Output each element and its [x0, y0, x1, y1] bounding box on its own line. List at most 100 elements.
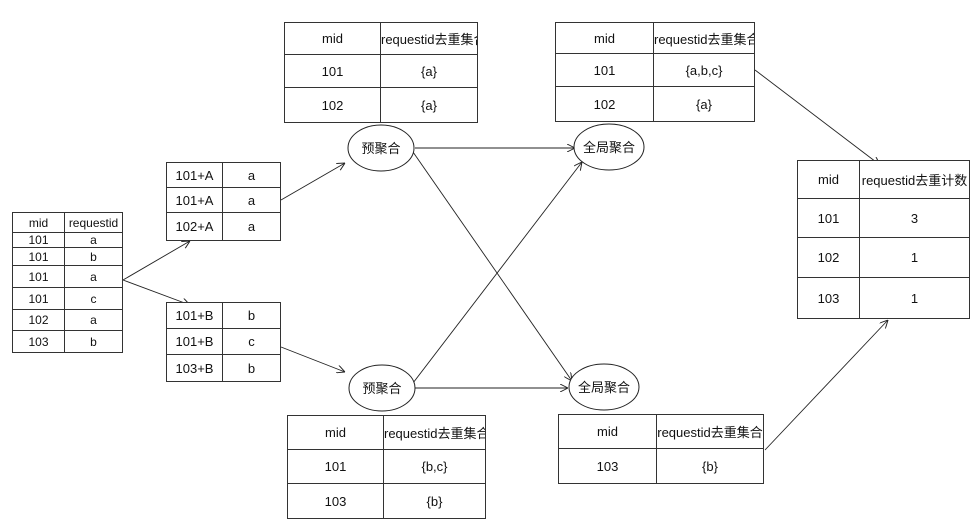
table-cell: a [222, 162, 281, 188]
table-cell: 101 [797, 198, 860, 238]
column-header: requestid去重集合 [383, 415, 486, 450]
table-cell: 102 [555, 86, 654, 122]
table-cell: {b} [383, 483, 486, 519]
table-cell: 101 [12, 247, 65, 266]
column-header: requestid去重集合 [656, 414, 764, 449]
table-cell: 103+B [166, 354, 223, 382]
table-cell: c [64, 287, 123, 310]
partition-b-table: 101+B b 101+B c 103+B b [166, 302, 281, 382]
table-cell: 102 [12, 309, 65, 331]
table-cell: {b} [656, 448, 764, 484]
table-cell: a [64, 232, 123, 248]
table-row: 103 {b} [287, 483, 486, 519]
table-cell: 1 [859, 277, 970, 319]
table-cell: 101 [12, 232, 65, 248]
result-table: mid requestid去重计数 101 3 102 1 103 1 [797, 160, 970, 319]
table-row: 103 1 [797, 277, 970, 319]
table-header-row: mid requestid去重集合 [287, 415, 486, 450]
table-cell: {a,b,c} [653, 53, 755, 87]
arrow-source-to-partition-a [122, 241, 190, 281]
global-agg-top-label: 全局聚合 [583, 140, 635, 155]
table-row: 101 {a,b,c} [555, 53, 755, 87]
table-cell: 103 [12, 330, 65, 353]
column-header: requestid去重集合 [653, 22, 755, 54]
column-header: requestid去重集合 [380, 22, 478, 55]
table-cell: a [64, 265, 123, 288]
table-cell: 101+B [166, 328, 223, 355]
pre-agg-top-label: 预聚合 [361, 141, 400, 156]
table-row: 101+A a [166, 162, 281, 188]
arrow-pre-agg-bottom-to-global-agg-top [412, 162, 582, 384]
source-table: mid requestid 101 a 101 b 101 a 101 c 10… [12, 212, 123, 353]
table-cell: c [222, 328, 281, 355]
column-header: mid [797, 160, 860, 199]
table-row: 101 a [12, 232, 123, 248]
pre-agg-bottom-label: 预聚合 [362, 381, 401, 396]
table-header-row: mid requestid去重集合 [555, 22, 755, 54]
table-cell: 102 [284, 87, 381, 123]
column-header: mid [12, 212, 65, 233]
table-row: 103 b [12, 330, 123, 353]
table-cell: 101 [555, 53, 654, 87]
table-header-row: mid requestid去重集合 [558, 414, 764, 449]
arrow-source-to-partition-b [122, 279, 190, 305]
column-header: requestid [64, 212, 123, 233]
table-row: 102+A a [166, 212, 281, 241]
column-header: mid [558, 414, 657, 449]
table-row: 102 a [12, 309, 123, 331]
pre-agg-bottom-table: mid requestid去重集合 101 {b,c} 103 {b} [287, 415, 486, 519]
table-header-row: mid requestid去重集合 [284, 22, 478, 55]
table-header-row: mid requestid [12, 212, 123, 233]
table-cell: 3 [859, 198, 970, 238]
table-row: 101+A a [166, 187, 281, 213]
table-cell: 101 [12, 287, 65, 310]
arrow-pre-agg-top-to-global-agg-bottom [412, 151, 572, 381]
pre-agg-top-table: mid requestid去重集合 101 {a} 102 {a} [284, 22, 478, 123]
global-agg-bottom-label: 全局聚合 [578, 380, 630, 395]
table-row: 102 1 [797, 237, 970, 278]
table-row: 101 b [12, 247, 123, 266]
global-agg-top-table: mid requestid去重集合 101 {a,b,c} 102 {a} [555, 22, 755, 122]
table-row: 101 {b,c} [287, 449, 486, 484]
column-header: mid [284, 22, 381, 55]
table-cell: 101 [12, 265, 65, 288]
table-cell: b [64, 247, 123, 266]
table-row: 101 a [12, 265, 123, 288]
table-row: 102 {a} [284, 87, 478, 123]
table-cell: {b,c} [383, 449, 486, 484]
table-row: 101+B c [166, 328, 281, 355]
arrow-partition-b-to-pre-agg-bottom [280, 346, 345, 372]
table-row: 101 3 [797, 198, 970, 238]
table-cell: {a} [380, 87, 478, 123]
table-cell: 103 [558, 448, 657, 484]
table-cell: 1 [859, 237, 970, 278]
table-cell: 101+A [166, 162, 223, 188]
table-cell: b [222, 354, 281, 382]
table-cell: 102 [797, 237, 860, 278]
arrow-global-top-table-to-result [754, 69, 880, 165]
column-header: mid [555, 22, 654, 54]
table-cell: a [222, 212, 281, 241]
arrow-partition-a-to-pre-agg-top [280, 163, 345, 201]
table-cell: b [64, 330, 123, 353]
table-cell: a [222, 187, 281, 213]
table-cell: 103 [797, 277, 860, 319]
column-header: mid [287, 415, 384, 450]
table-cell: {a} [653, 86, 755, 122]
pre-agg-top-node: 预聚合 [347, 124, 415, 172]
table-header-row: mid requestid去重计数 [797, 160, 970, 199]
table-row: 101 c [12, 287, 123, 310]
table-cell: 101+A [166, 187, 223, 213]
table-cell: 101 [284, 54, 381, 88]
table-cell: 101 [287, 449, 384, 484]
column-header: requestid去重计数 [859, 160, 970, 199]
table-cell: 102+A [166, 212, 223, 241]
table-row: 101+B b [166, 302, 281, 329]
table-row: 101 {a} [284, 54, 478, 88]
global-agg-top-node: 全局聚合 [573, 123, 645, 171]
global-agg-bottom-node: 全局聚合 [568, 363, 640, 411]
partition-a-table: 101+A a 101+A a 102+A a [166, 162, 281, 241]
table-cell: 103 [287, 483, 384, 519]
global-agg-bottom-table: mid requestid去重集合 103 {b} [558, 414, 764, 484]
